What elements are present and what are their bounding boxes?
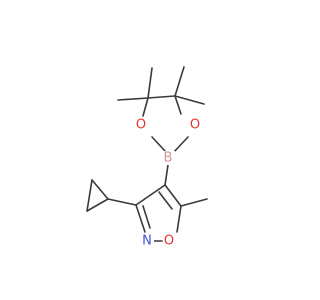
atom-label-n: N bbox=[142, 234, 152, 249]
atom-label-o2: O bbox=[136, 118, 146, 133]
atom-boron: B bbox=[162, 151, 175, 166]
bonds bbox=[86, 66, 208, 242]
atom-oxygen-1: O bbox=[189, 118, 202, 133]
bond-o2-b bbox=[151, 136, 167, 153]
atom-label-o1: O bbox=[190, 118, 200, 133]
molecule-structure: B O O N O bbox=[86, 66, 208, 249]
bond-c-o2 bbox=[142, 97, 149, 117]
bond-c4-c5 bbox=[164, 184, 182, 207]
bond-c-c-ring bbox=[147, 95, 176, 99]
bond-cyclopropyl-c bbox=[86, 179, 93, 212]
atom-labels: B O O N O bbox=[135, 118, 202, 249]
bond-c4-c5-double bbox=[158, 191, 173, 210]
bond-cyclopropyl-a bbox=[86, 198, 109, 212]
atom-label-o3: O bbox=[164, 234, 174, 249]
bond-c3-cyclopropyl bbox=[107, 198, 137, 206]
atom-nitrogen: N bbox=[141, 234, 154, 249]
bond-c4-c3 bbox=[135, 184, 166, 206]
atom-label-b: B bbox=[164, 151, 173, 166]
atom-oxygen-3: O bbox=[163, 234, 176, 249]
bond-cyclopropyl-b bbox=[91, 179, 109, 200]
bond-c3-n-double bbox=[142, 205, 151, 229]
bond-o3-c5 bbox=[176, 205, 182, 233]
bond-o1-c bbox=[174, 95, 182, 115]
bond-c3-n bbox=[135, 204, 146, 233]
bond-methyl-3 bbox=[174, 66, 185, 97]
bond-methyl-2 bbox=[117, 97, 149, 101]
atom-oxygen-2: O bbox=[135, 118, 148, 133]
bond-methyl-5 bbox=[180, 198, 208, 207]
bond-b-c4 bbox=[164, 164, 169, 186]
bond-methyl-1 bbox=[147, 67, 153, 99]
bond-methyl-4 bbox=[174, 95, 205, 105]
